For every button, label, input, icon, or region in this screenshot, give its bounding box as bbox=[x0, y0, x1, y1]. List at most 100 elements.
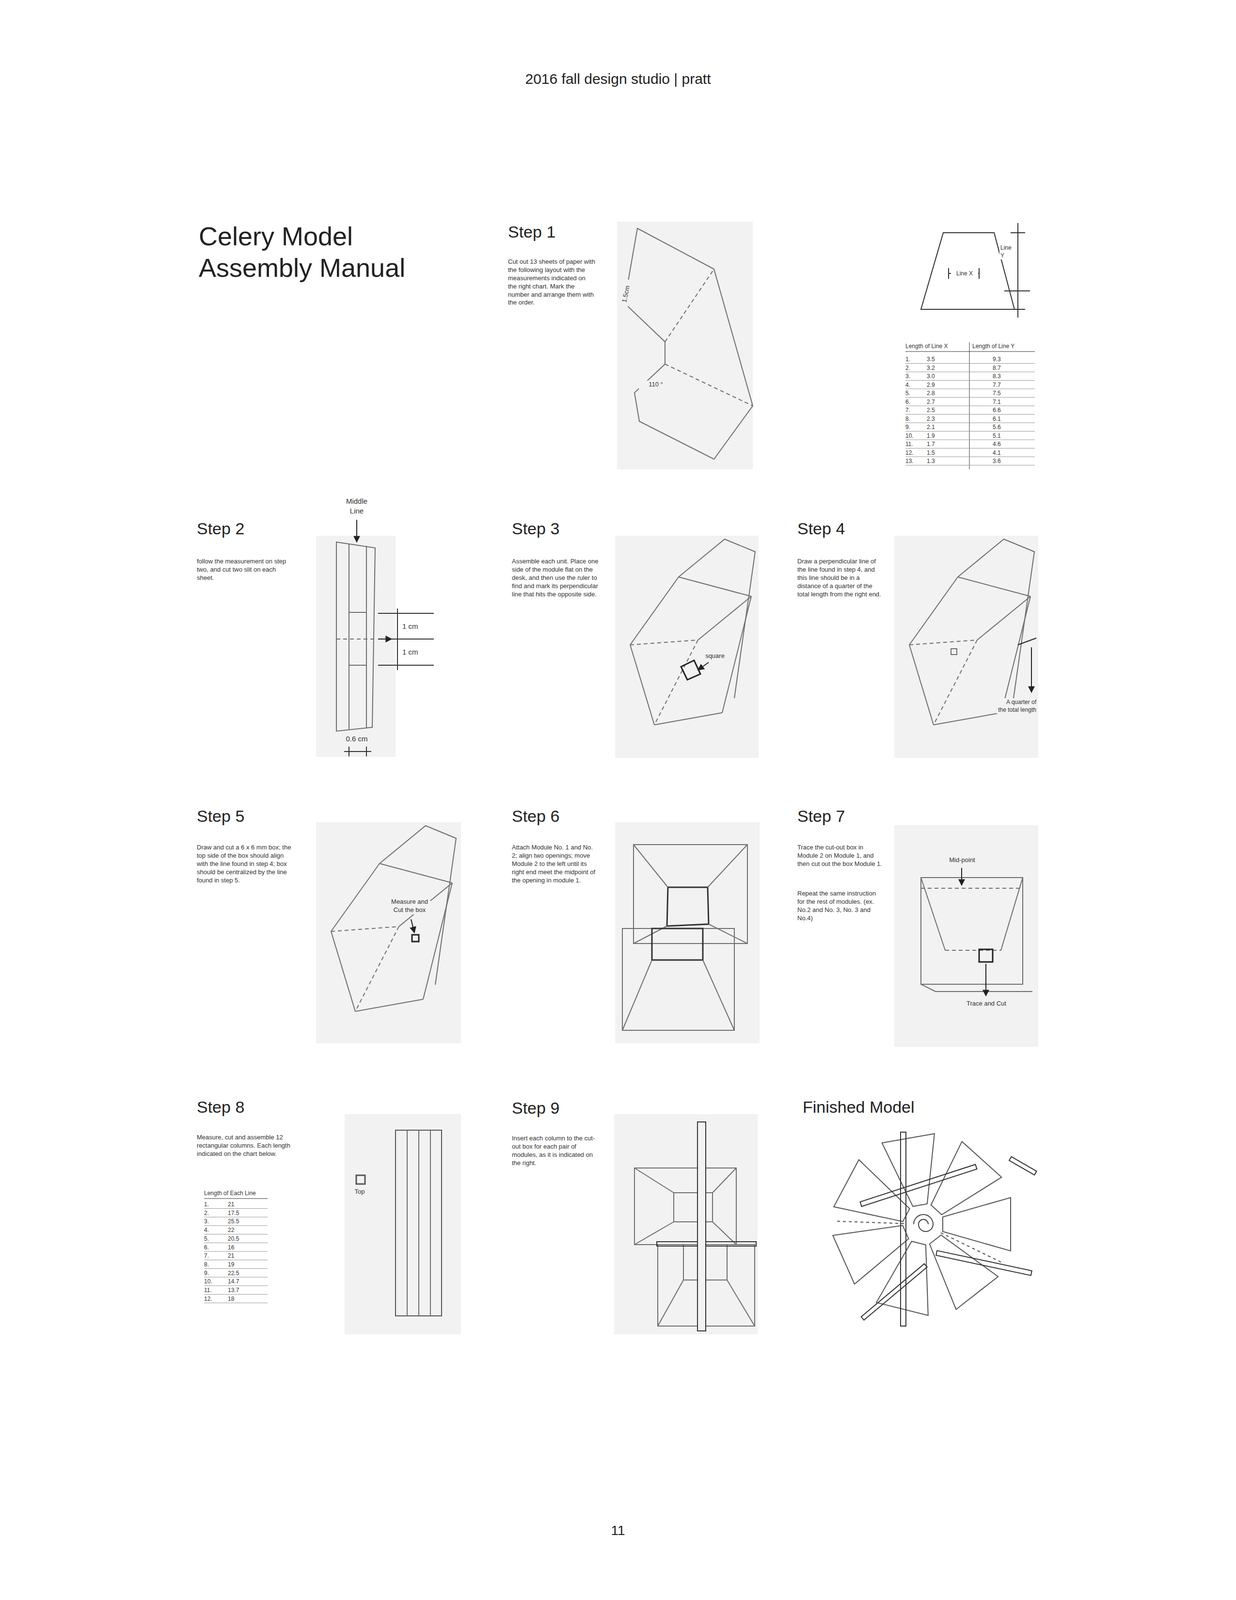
sketch-stroke bbox=[905, 363, 1035, 364]
table-cell: 25.5 bbox=[227, 1217, 257, 1225]
table-cell: 10. bbox=[905, 431, 922, 440]
sketch-stroke bbox=[673, 1192, 713, 1222]
step-heading: Finished Model bbox=[802, 1096, 997, 1117]
sketch-stroke bbox=[204, 1251, 268, 1252]
table-cell: 2.1 bbox=[926, 423, 947, 431]
table-header: Length of Each Line bbox=[204, 1188, 272, 1197]
sketch-stroke bbox=[727, 1279, 755, 1326]
table-cell: 7.7 bbox=[992, 380, 1017, 389]
step-heading: Step 9 bbox=[511, 1097, 658, 1118]
sketch-stroke bbox=[617, 221, 753, 470]
table-cell: 4.1 bbox=[992, 448, 1017, 457]
table-cell: 3.5 bbox=[926, 355, 947, 364]
sketch-stroke bbox=[622, 959, 652, 1030]
sketch-label: Top bbox=[349, 1187, 370, 1196]
sketch-stroke bbox=[905, 351, 1035, 352]
sketch-stroke bbox=[905, 388, 1035, 390]
sketch-stroke bbox=[894, 535, 1039, 758]
step-instruction: Attach Module No. 1 and No. 2; align two… bbox=[511, 843, 600, 885]
table-header: Length of Line X bbox=[905, 342, 968, 350]
sketch-label: Line Y bbox=[999, 243, 1017, 260]
sketch-label: A quarter of the total length bbox=[996, 697, 1038, 714]
sketch-stroke bbox=[978, 268, 980, 279]
step-instruction: Measure, cut and assemble 12 rectangular… bbox=[196, 1133, 294, 1158]
table-cell: 13.7 bbox=[227, 1285, 257, 1294]
table-cell: 12. bbox=[905, 448, 922, 457]
step-heading: Step 4 bbox=[797, 518, 943, 539]
sketch-stroke bbox=[378, 664, 434, 666]
step-heading: Step 5 bbox=[196, 806, 343, 826]
sketch-stroke bbox=[702, 959, 735, 1030]
sketch-label: 1 cm bbox=[401, 621, 426, 632]
sketch-stroke bbox=[622, 928, 735, 1030]
sketch-stroke bbox=[1030, 647, 1032, 693]
step-instruction: Insert each column to the cut-out box fo… bbox=[511, 1134, 600, 1168]
sketch-stroke bbox=[624, 228, 753, 460]
sketch-label: 1 cm bbox=[401, 647, 426, 657]
sketch-stroke bbox=[204, 1207, 268, 1209]
table-cell: 3. bbox=[204, 1217, 221, 1225]
table-cell: 1. bbox=[204, 1200, 221, 1208]
table-cell: 21 bbox=[227, 1251, 257, 1260]
sketch-stroke bbox=[615, 535, 759, 758]
table-cell: 10. bbox=[204, 1277, 221, 1285]
sketch-label: Mid-point bbox=[937, 855, 987, 865]
sketch-stroke bbox=[378, 638, 392, 640]
sketch-stroke bbox=[1017, 637, 1037, 645]
sketch-label: Middle Line bbox=[342, 496, 372, 516]
sketch-stroke bbox=[316, 822, 461, 1044]
sketch-stroke bbox=[614, 1113, 758, 1334]
sketch-label: Line X bbox=[950, 269, 979, 278]
sketch-label: 110 ° bbox=[638, 380, 673, 389]
sketch-stroke bbox=[634, 1167, 737, 1245]
sketch-grounds bbox=[316, 221, 1039, 1334]
sketch-stroke bbox=[418, 1129, 420, 1316]
table-cell: 3. bbox=[905, 372, 922, 381]
sketch-stroke bbox=[348, 543, 350, 729]
sketch-label: Trace and Cut bbox=[959, 999, 1014, 1008]
sketch-stroke bbox=[1004, 290, 1030, 292]
sketch-stroke bbox=[905, 405, 1035, 407]
step-heading: Step 8 bbox=[196, 1096, 343, 1117]
table-cell: 2.7 bbox=[926, 397, 947, 406]
sketch-stroke bbox=[697, 1121, 706, 1331]
sketch-stroke bbox=[204, 1198, 268, 1199]
step-instruction: Assemble each unit. Place one side of th… bbox=[511, 557, 600, 599]
table-cell: 4.6 bbox=[992, 440, 1017, 448]
sketch-stroke bbox=[905, 396, 1035, 398]
sketch-stroke bbox=[412, 934, 419, 942]
sketch-stroke bbox=[204, 1259, 268, 1260]
sketch-stroke bbox=[905, 464, 1035, 466]
finished-model bbox=[832, 1131, 1037, 1326]
table-cell: 6. bbox=[204, 1243, 221, 1252]
sketch-stroke bbox=[860, 1164, 978, 1207]
table-cell: 2.3 bbox=[926, 414, 947, 423]
step-instruction: Cut out 13 sheets of paper with the foll… bbox=[507, 257, 596, 307]
sketch-label: Measure and Cut the box bbox=[388, 897, 431, 915]
table-cell: 22.5 bbox=[227, 1268, 257, 1277]
step-heading: Step 1 bbox=[507, 221, 654, 242]
table-cell: 5.6 bbox=[992, 423, 1017, 431]
sketch-stroke bbox=[708, 923, 748, 944]
sketch-stroke bbox=[633, 844, 668, 888]
sketch-stroke bbox=[1017, 222, 1019, 318]
table-cell: 14.7 bbox=[227, 1277, 257, 1285]
table-cell: 2. bbox=[905, 364, 922, 372]
sketch-stroke bbox=[344, 1113, 461, 1334]
table-cell: 1.5 bbox=[926, 448, 947, 457]
table-cell: 5.1 bbox=[992, 431, 1017, 440]
step-instruction: Draw and cut a 6 x 6 mm box; the top sid… bbox=[196, 843, 294, 885]
table-cell: 13. bbox=[905, 457, 922, 465]
sketch-stroke bbox=[365, 545, 367, 729]
table-cell: 4. bbox=[905, 380, 922, 389]
table-cell: 6.1 bbox=[992, 414, 1017, 423]
table-header: Length of Line Y bbox=[972, 342, 1035, 350]
sketch-stroke bbox=[344, 750, 372, 752]
step-heading: Step 2 bbox=[196, 518, 343, 539]
sketch-stroke bbox=[348, 664, 367, 666]
table-cell: 20.5 bbox=[227, 1234, 257, 1243]
table-cell: 18 bbox=[227, 1294, 257, 1303]
sketch-stroke bbox=[905, 342, 1035, 470]
